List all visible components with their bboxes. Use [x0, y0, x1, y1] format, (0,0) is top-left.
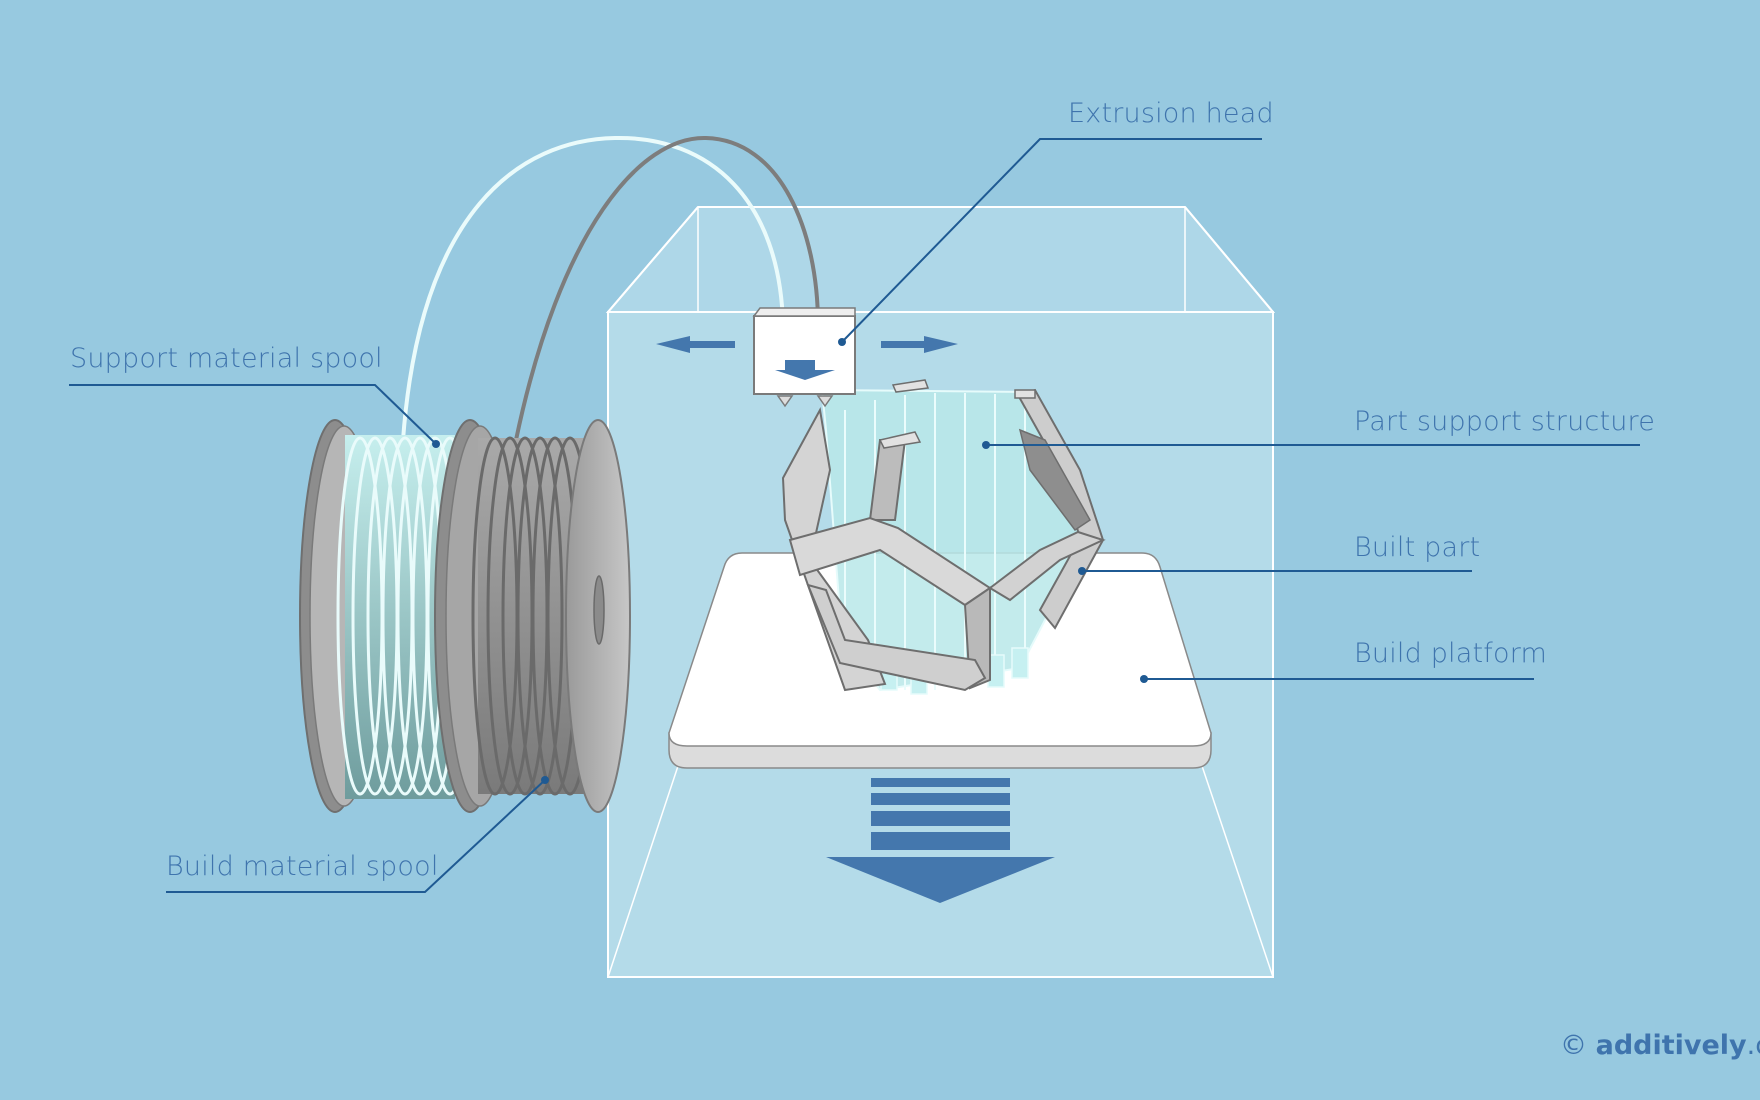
copyright-symbol: © [1560, 1030, 1587, 1061]
brand-name: additively [1596, 1030, 1747, 1061]
label-extrusion-head: Extrusion head [1068, 98, 1274, 129]
brand-suffix: .com [1747, 1030, 1760, 1061]
extrusion-head [754, 308, 855, 406]
build-material-spool [435, 420, 630, 812]
label-built-part: Built part [1354, 532, 1480, 563]
copyright-notice: © additively.com [1560, 1030, 1760, 1061]
label-part-support-structure: Part support structure [1354, 406, 1655, 437]
label-build-platform: Build platform [1354, 638, 1547, 669]
label-support-material-spool: Support material spool [70, 343, 383, 374]
label-build-material-spool: Build material spool [166, 851, 439, 882]
